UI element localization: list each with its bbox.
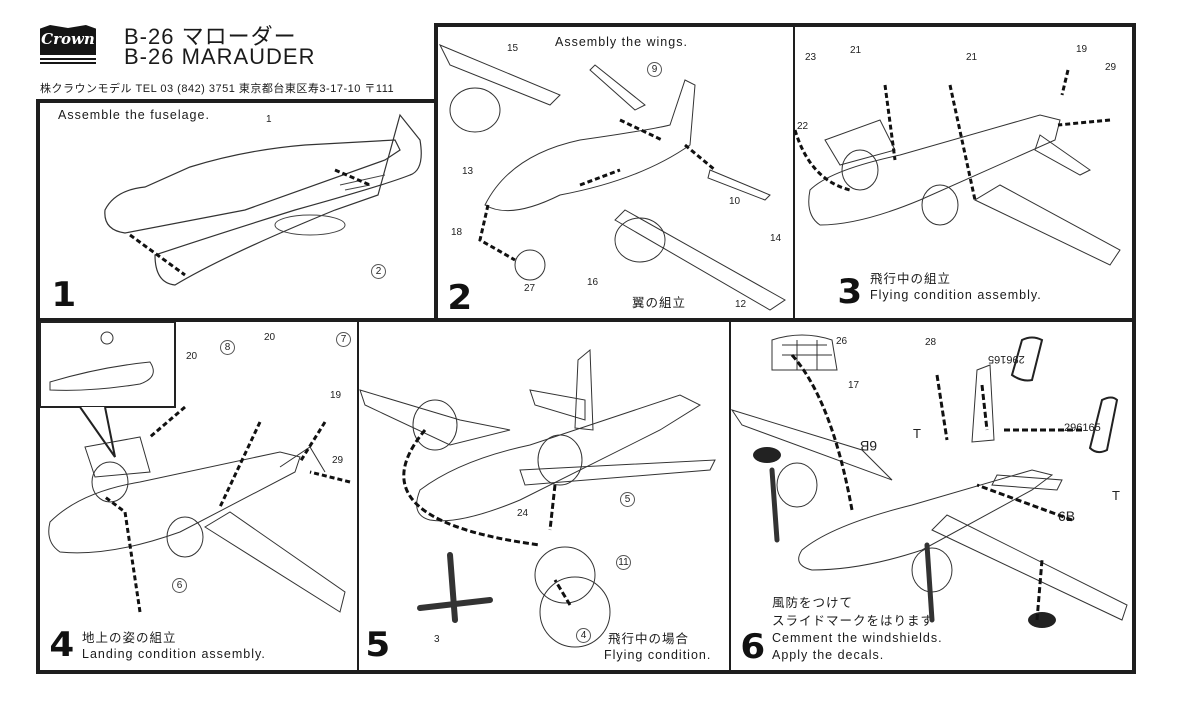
part-label: 9 xyxy=(647,62,662,77)
part-label: 24 xyxy=(517,508,529,519)
decal-t: T xyxy=(913,426,921,441)
wings-illustration xyxy=(440,30,790,315)
step-1-number: 1 xyxy=(51,275,77,315)
logo-rule xyxy=(40,62,96,64)
part-label: 29 xyxy=(1105,62,1117,73)
step-3-number: 3 xyxy=(837,272,863,312)
part-label: 17 xyxy=(848,380,860,391)
part-label: 28 xyxy=(925,337,937,348)
landing-assembly-illustration xyxy=(40,322,360,622)
company-line: 株クラウンモデル TEL 03 (842) 3751 東京都台東区寿3-17-1… xyxy=(40,83,395,95)
step-2-number: 2 xyxy=(447,278,473,318)
step-6-caption-2: Apply the decals. xyxy=(772,648,885,662)
step-6-number: 6 xyxy=(740,627,766,667)
part-label: 20 xyxy=(186,351,198,362)
part-label: 5 xyxy=(620,492,635,507)
part-label: 18 xyxy=(451,227,463,238)
logo-rule xyxy=(40,58,96,60)
step-2-caption: Assembly the wings. xyxy=(555,35,688,49)
part-label: 7 xyxy=(336,332,351,347)
title-en: B-26 MARAUDER xyxy=(124,44,316,69)
part-label: 21 xyxy=(966,52,978,63)
part-label: 21 xyxy=(850,45,862,56)
decals-illustration xyxy=(732,330,1132,628)
decal-t: T xyxy=(1112,488,1120,503)
part-label: 16 xyxy=(587,277,599,288)
part-label: 11 xyxy=(616,555,631,570)
part-label: 23 xyxy=(805,52,817,63)
fuselage-illustration xyxy=(95,115,425,295)
step-4-caption-jp: 地上の姿の組立 xyxy=(82,631,177,645)
flying-assembly-illustration xyxy=(800,50,1120,280)
step-4-caption: Landing condition assembly. xyxy=(82,647,266,661)
step-5-caption: Flying condition. xyxy=(604,648,712,662)
crown-logo: Crown xyxy=(40,25,96,55)
part-label: 19 xyxy=(330,390,342,401)
step-6-caption-jp-1: 風防をつけて xyxy=(772,596,854,610)
part-label: 22 xyxy=(797,121,809,132)
divider xyxy=(357,320,359,672)
part-label: 3 xyxy=(434,634,440,645)
part-label: 19 xyxy=(1076,44,1088,55)
part-label: 2 xyxy=(371,264,386,279)
part-label: 10 xyxy=(729,196,741,207)
step-4-6-panel xyxy=(36,318,1136,674)
part-label: 12 xyxy=(735,299,747,310)
part-label: 15 xyxy=(507,43,519,54)
flying-condition-illustration xyxy=(360,350,725,650)
part-label: 27 xyxy=(524,283,536,294)
part-label: 26 xyxy=(836,336,848,347)
divider xyxy=(793,25,795,320)
step-1-caption: Assemble the fuselage. xyxy=(58,108,210,122)
part-label: 14 xyxy=(770,233,782,244)
step-3-caption: Flying condition assembly. xyxy=(870,288,1042,302)
title-jp: B-26 マローダー xyxy=(124,24,297,49)
step-4-number: 4 xyxy=(49,625,75,665)
step-6-caption-1: Cemment the windshields. xyxy=(772,631,943,645)
part-label: 29 xyxy=(332,455,344,466)
part-label: 1 xyxy=(266,114,272,125)
part-label: 8 xyxy=(220,340,235,355)
part-label: 20 xyxy=(264,332,276,343)
part-label: 6 xyxy=(172,578,187,593)
step-6-caption-jp-2: スライドマークをはります xyxy=(772,614,935,628)
step-2-caption-jp: 翼の組立 xyxy=(632,296,687,310)
step-5-number: 5 xyxy=(365,625,391,665)
step-5-caption-jp: 飛行中の場合 xyxy=(608,632,690,646)
part-label: 4 xyxy=(576,628,591,643)
divider xyxy=(729,320,731,672)
decal-serial: 296165 xyxy=(1064,422,1101,434)
part-label: 13 xyxy=(462,166,474,177)
step-3-caption-jp: 飛行中の組立 xyxy=(870,272,952,286)
